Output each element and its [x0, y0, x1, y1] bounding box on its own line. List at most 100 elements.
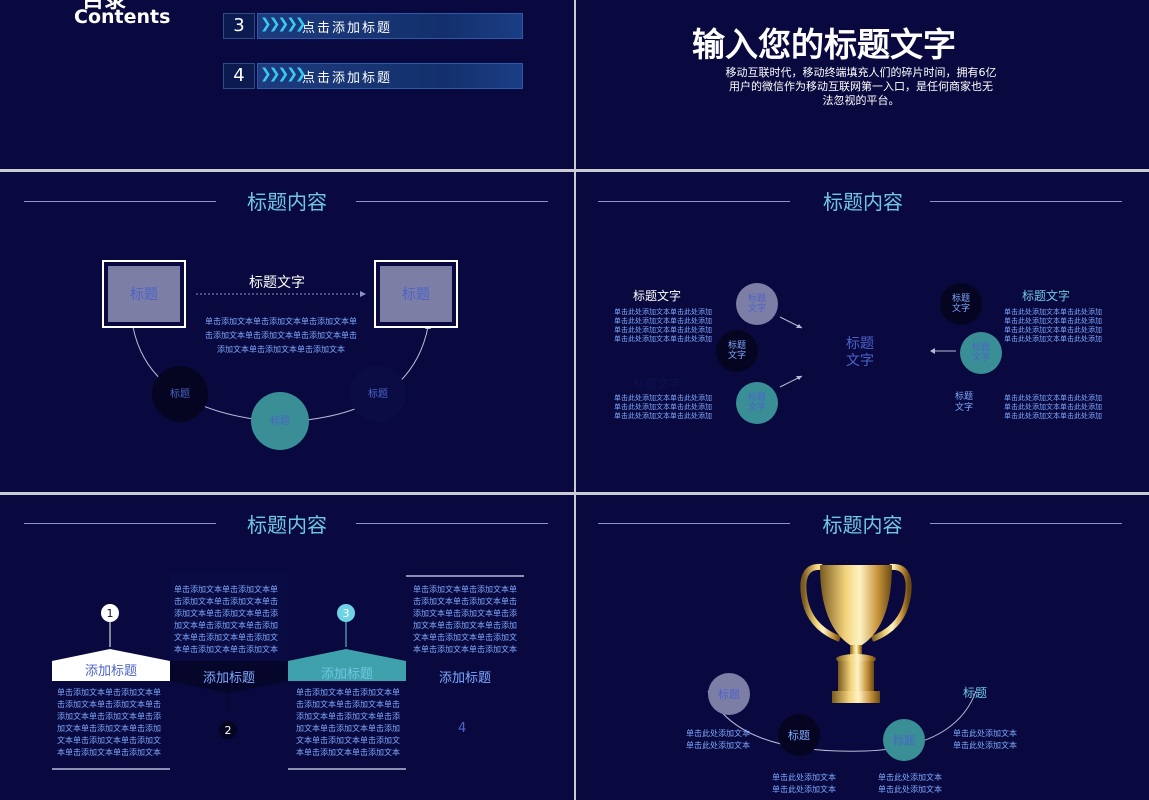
text-line: 单击此处添加文本 — [878, 785, 942, 794]
para-line: 单击添加文本单击添加文本单 — [296, 688, 400, 697]
step-1-text: 单击添加文本单击添加文本单 击添加文本单击添加文本单击 添加文本单击添加文本单击… — [57, 687, 175, 759]
circle-right[interactable]: 标题 — [350, 366, 406, 422]
text-line: 单击此处添加文本单击此处添加 — [614, 326, 712, 334]
text-line: 单击此处添加文本单击此处添加 — [1004, 326, 1102, 334]
para-line: 击添加文本单击添加文本单击 — [296, 700, 400, 709]
divider — [930, 201, 1122, 202]
step-3-label: 添加标题 — [320, 667, 373, 682]
para-line: 添加文本单击添加文本单击添 — [296, 712, 400, 721]
slide-contents[interactable]: 目录 Contents 3 ❯❯❯❯❯ 点击添加标题 4 ❯❯❯❯❯ 点击添加标… — [0, 0, 574, 169]
para-line: 单击添加文本单击添加文本单 — [174, 585, 278, 594]
step-2-label: 添加标题 — [202, 671, 255, 686]
text-line: 单击此处添加文本单击此处添加 — [614, 412, 712, 420]
slide-title-text[interactable]: 输入您的标题文字 移动互联时代，移动终端填充人们的碎片时间，拥有6亿 用户的微信… — [576, 0, 1149, 169]
agenda-bar: ❯❯❯❯❯ 点击添加标题 — [257, 63, 523, 89]
slide-title: 标题内容 — [247, 513, 327, 537]
step-4-topline — [406, 575, 524, 577]
circle-teal[interactable]: 标题 — [883, 719, 925, 761]
chevrons-icon: ❯❯❯❯❯ — [260, 66, 307, 82]
para-line: 单击添加文本单击添加文本单击添加文本单 — [205, 317, 357, 326]
para-line: 击添加文本单击添加文本单击 — [57, 700, 161, 709]
text-line: 单击此处添加文本 — [953, 729, 1017, 738]
text-line: 单击此处添加文本单击此处添加 — [1004, 403, 1102, 411]
step-2-number: 2 — [219, 721, 237, 739]
text-line: 单击此处添加文本 — [686, 729, 750, 738]
text-line: 单击此处添加文本单击此处添加 — [614, 394, 712, 402]
step-4-label: 添加标题 — [438, 671, 491, 686]
circle-mid[interactable]: 标题 — [778, 714, 820, 756]
circle-center[interactable]: 标题 — [251, 392, 309, 450]
para-line: 本单击添加文本单击添加文本 — [296, 748, 400, 757]
circle-bottom-left[interactable]: 标题 文字 — [736, 382, 778, 424]
para-line: 单击添加文本单击添加文本单 — [413, 585, 517, 594]
step-3-band — [288, 621, 406, 681]
text-line: 单击此处添加文本 — [772, 773, 836, 782]
contents-heading-en: Contents — [74, 6, 171, 28]
para-line: 本单击添加文本单击添加文本 — [413, 645, 517, 654]
para-line: 加文本单击添加文本单击添加 — [296, 724, 400, 733]
right-text: 单击此处添加文本单击此处添加 单击此处添加文本单击此处添加 单击此处添加文本单击… — [1004, 308, 1102, 344]
para-line: 本单击添加文本单击添加文本 — [174, 645, 278, 654]
step-2-block — [170, 572, 288, 677]
box-left[interactable]: 标题 — [102, 260, 186, 328]
arrows-graphic — [779, 316, 956, 388]
text-line: 单击此处添加文本单击此处添加 — [614, 317, 712, 325]
step-2-text: 单击添加文本单击添加文本单 击添加文本单击添加文本单击 添加文本单击添加文本单击… — [174, 584, 292, 656]
arc-graphic — [707, 690, 977, 752]
step-4-text: 单击添加文本单击添加文本单 击添加文本单击添加文本单击 添加文本单击添加文本单击… — [413, 584, 531, 656]
body-line: 法忽视的平台。 — [822, 94, 900, 107]
text-right: 单击此处添加文本 单击此处添加文本 — [953, 728, 1017, 752]
para-line: 击添加文本单击添加文本单击 — [174, 597, 278, 606]
slide-trophy[interactable]: 标题内容 标题 标题 标题 标题 单击此处添加文本 单击此处添加文本 单击此处添… — [576, 495, 1149, 800]
slide-process-boxes[interactable]: 标题内容 标题 标题 标题文字 单击添加文本单击添加文本单击添加文本单 击添加文… — [0, 172, 574, 492]
divider — [356, 523, 548, 524]
left-text-2: 单击此处添加文本单击此处添加 单击此处添加文本单击此处添加 单击此处添加文本单击… — [614, 394, 712, 421]
circle-left[interactable]: 标题 — [708, 673, 750, 715]
para-line: 添加文本单击添加文本单击添 — [57, 712, 161, 721]
text-line: 单击此处添加文本单击此处添加 — [1004, 412, 1102, 420]
text-left: 单击此处添加文本 单击此处添加文本 — [686, 728, 750, 752]
text-bottom-right: 单击此处添加文本 单击此处添加文本 — [878, 772, 942, 796]
step-1-label: 添加标题 — [84, 664, 137, 679]
text-line: 单击此处添加文本 — [772, 785, 836, 794]
slide-title: 标题内容 — [823, 190, 903, 214]
para-line: 添加文本单击添加文本单击添 — [413, 609, 517, 618]
divider — [24, 201, 216, 202]
text-line: 单击此处添加文本单击此处添加 — [614, 403, 712, 411]
text-line: 单击此处添加文本单击此处添加 — [614, 335, 712, 343]
body-line: 移动互联时代，移动终端填充人们的碎片时间，拥有6亿 — [725, 66, 997, 79]
agenda-bar: ❯❯❯❯❯ 点击添加标题 — [257, 13, 523, 39]
slide-hub-diagram[interactable]: 标题内容 标题 文字 标题文字 单击此处添加文本单击此处添加 单击此处添加文本单… — [576, 172, 1149, 492]
text-line: 单击此处添加文本单击此处添加 — [1004, 394, 1102, 402]
circle-top-left[interactable]: 标题 文字 — [736, 283, 778, 325]
text-line: 单击此处添加文本单击此处添加 — [1004, 317, 1102, 325]
circle-mid-right[interactable]: 标题 文字 — [960, 332, 1002, 374]
para-line: 添加文本单击添加文本单击添加文本 — [217, 345, 345, 354]
box-label: 标题 — [380, 266, 452, 322]
step-3-text: 单击添加文本单击添加文本单 击添加文本单击添加文本单击 添加文本单击添加文本单击… — [296, 687, 414, 759]
circle-mid-left[interactable]: 标题 文字 — [716, 330, 758, 372]
circle-top-right[interactable]: 标题 文字 — [940, 283, 982, 325]
right-title: 标题文字 — [1022, 289, 1071, 303]
label-bottom-right: 标题 文字 — [954, 392, 973, 413]
circle-left[interactable]: 标题 — [152, 366, 208, 422]
slide-steps[interactable]: 标题内容 1 添加标题 单击添加文本单击添加文本单 击添加文本单击添加文本单击 … — [0, 495, 574, 800]
slide-title: 标题内容 — [247, 190, 327, 214]
agenda-label: 点击添加标题 — [302, 71, 393, 86]
text-line: 单击此处添加文本单击此处添加 — [1004, 335, 1102, 343]
label-right: 标题 — [963, 686, 988, 700]
text-line: 单击此处添加文本 — [686, 741, 750, 750]
step-1-underline — [52, 768, 170, 770]
para-line: 单击添加文本单击添加文本单 — [57, 688, 161, 697]
divider — [598, 201, 790, 202]
step-3-underline — [288, 768, 406, 770]
box-right[interactable]: 标题 — [374, 260, 458, 328]
divider — [598, 523, 790, 524]
para-line: 文本单击添加文本单击添加文 — [174, 633, 278, 642]
para-line: 文本单击添加文本单击添加文 — [413, 633, 517, 642]
slide-title: 标题内容 — [822, 513, 903, 537]
text-line: 单击此处添加文本单击此处添加 — [1004, 308, 1102, 316]
divider — [356, 201, 548, 202]
box-label: 标题 — [108, 266, 180, 322]
left-title-2: 标题文字 — [633, 377, 682, 391]
